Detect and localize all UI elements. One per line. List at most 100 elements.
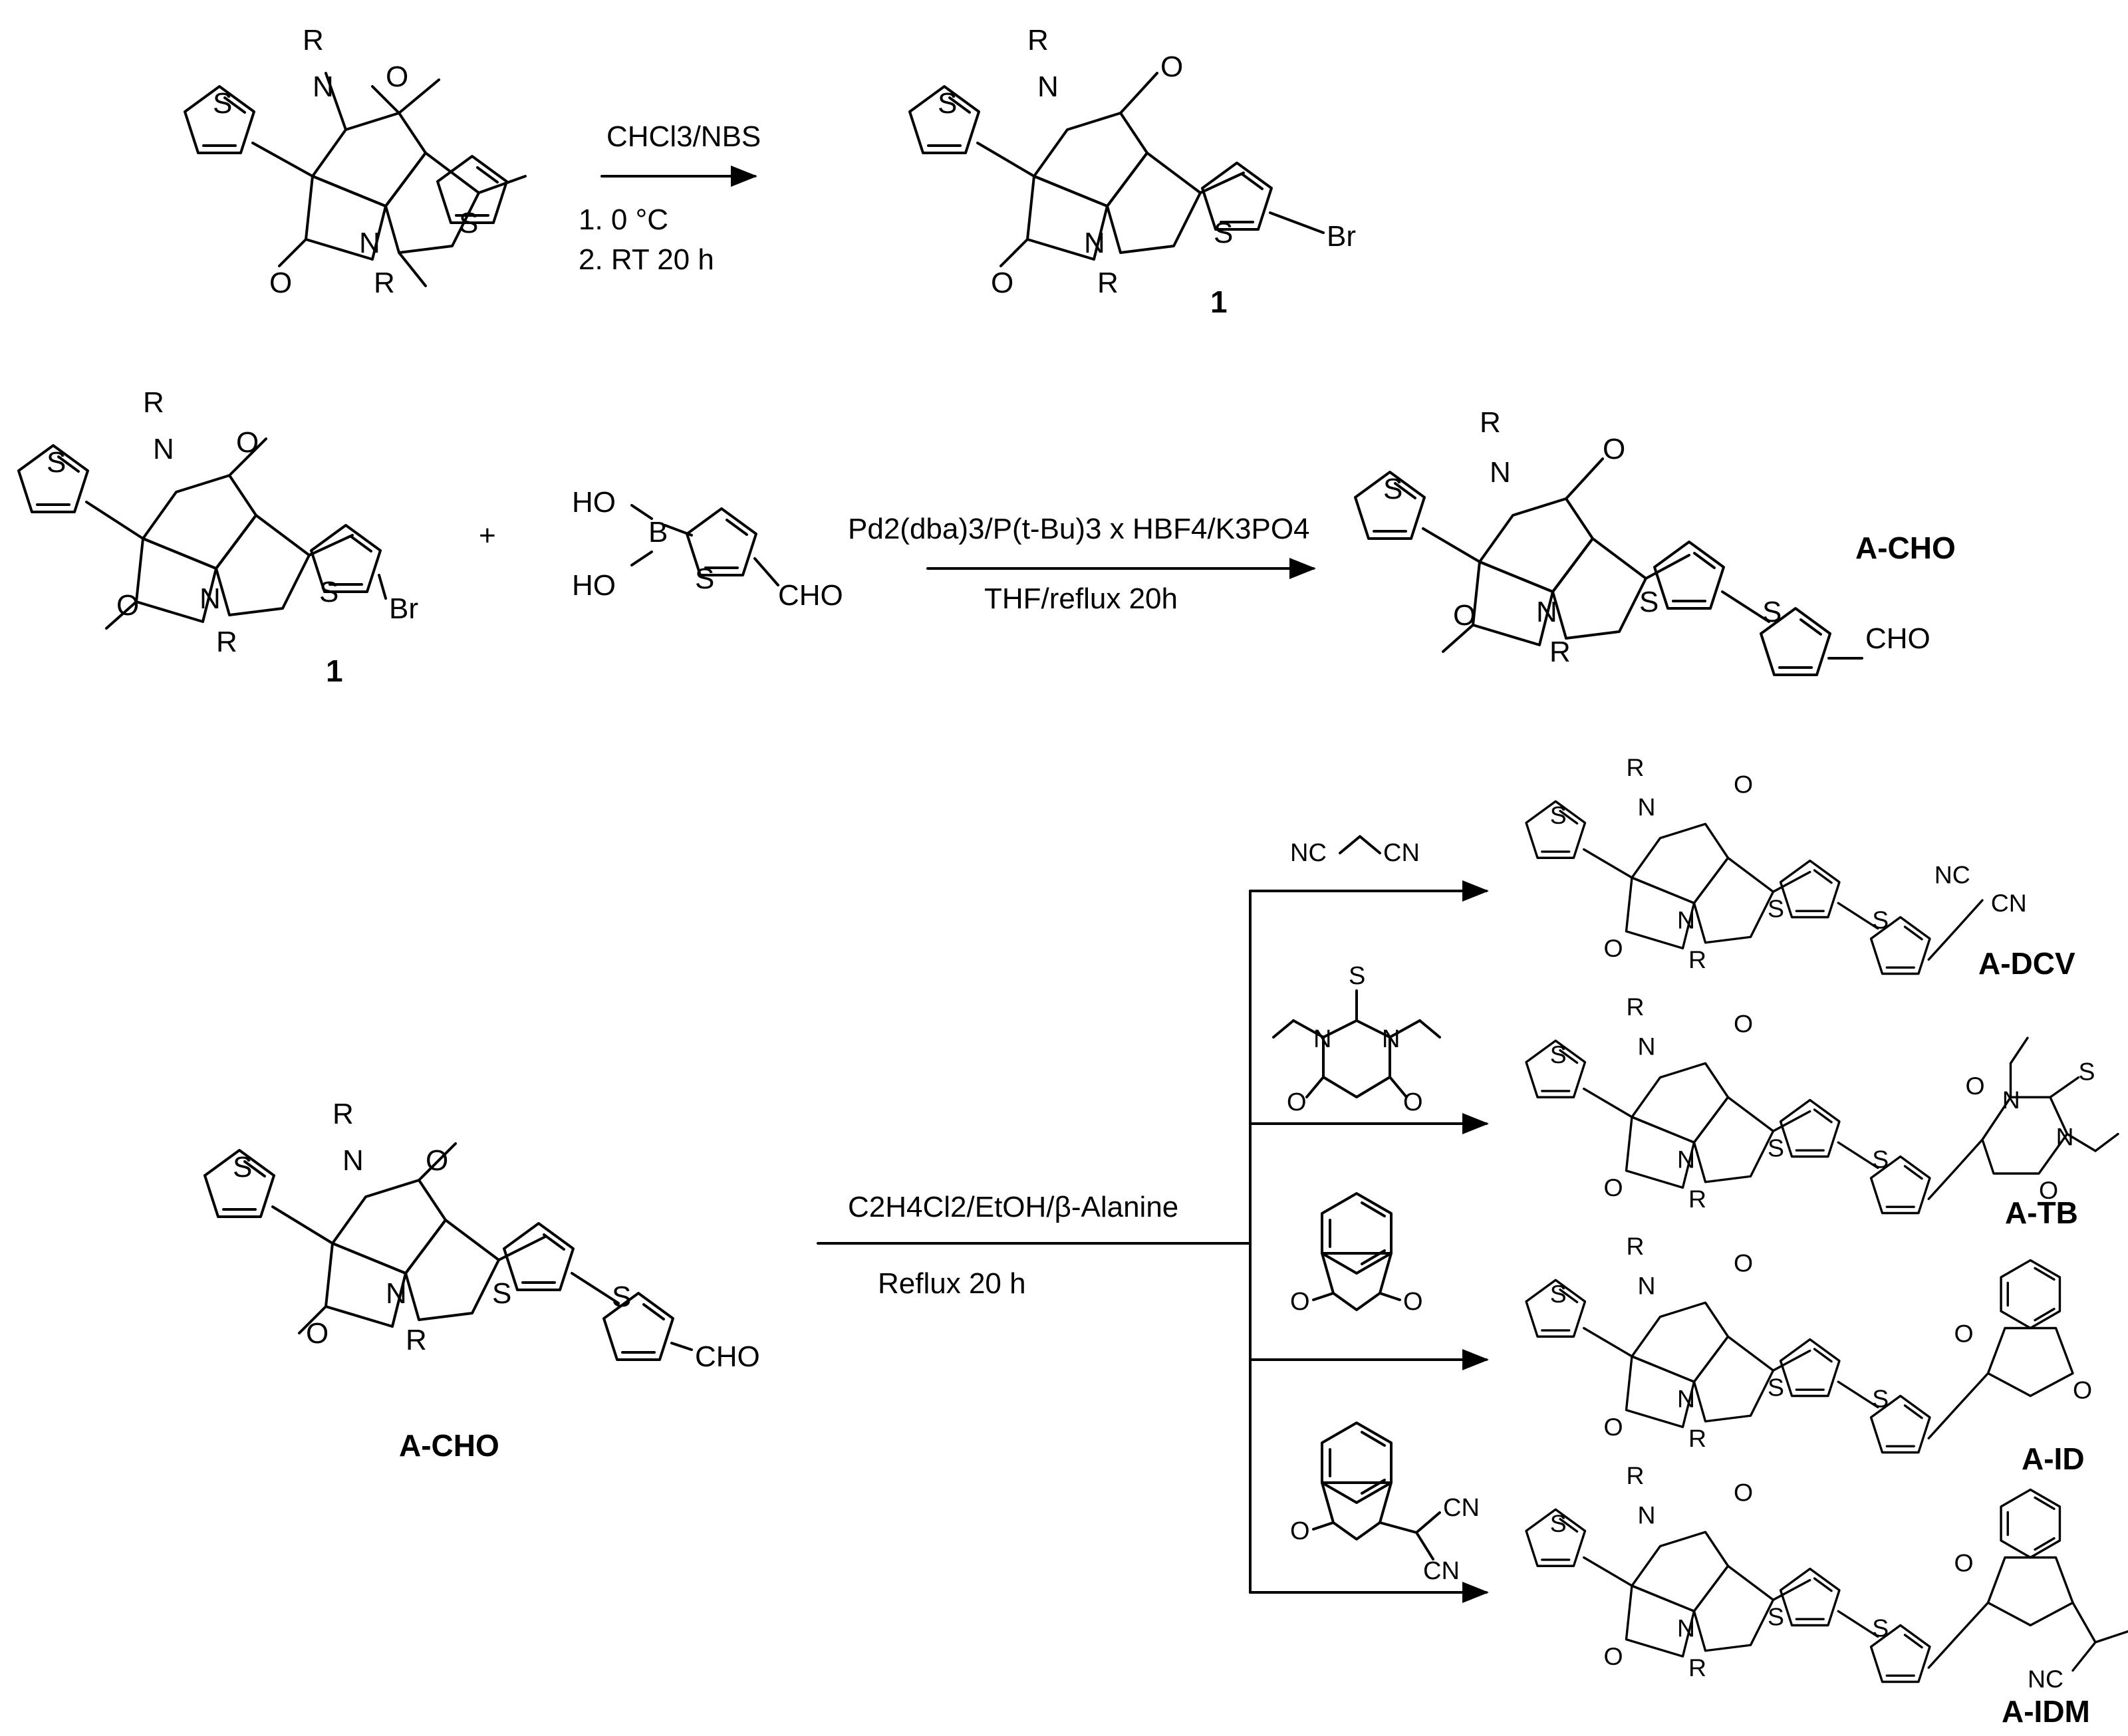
sulfur-atom: S [1550, 1280, 1567, 1308]
oxygen-atom: O [426, 1144, 448, 1177]
nitrile-group: CN [1443, 1494, 1480, 1522]
step2-solvent: THF/reflux 20h [984, 582, 1178, 615]
sulfur-atom: S [1872, 1614, 1889, 1642]
boron-atom: B [648, 516, 668, 549]
oxygen-atom: O [1734, 1479, 1753, 1507]
hydroxyl-group: HO [572, 569, 616, 602]
r-group: R [1480, 406, 1501, 439]
nitrogen-atom: N [1490, 456, 1511, 489]
nitrogen-atom: N [1037, 70, 1059, 103]
a-idm-label: A-IDM [2002, 1694, 2090, 1729]
nitrile-group: NC [1934, 861, 1970, 889]
branch-a-id: O O [1249, 1192, 1489, 1370]
row1-starting-material: R N O O N R S S [184, 24, 527, 299]
oxygen-atom: O [1453, 599, 1476, 632]
step3-reagent: C2H4Cl2/EtOH/β-Alanine [848, 1191, 1178, 1223]
oxygen-atom: O [991, 267, 1013, 299]
aldehyde-group: CHO [695, 1340, 760, 1373]
r-group: R [1549, 636, 1571, 668]
r-group: R [1027, 24, 1049, 57]
sulfur-atom: S [319, 576, 338, 608]
sulfur-atom: S [1768, 1603, 1784, 1631]
step2-arrow: Pd2(dba)3/P(t-Bu)3 x HBF4/K3PO4 THF/refl… [848, 513, 1316, 615]
nitrogen-atom: N [1677, 1146, 1695, 1174]
oxygen-atom: O [1734, 1010, 1753, 1038]
nitrile-group: CN [1383, 839, 1420, 867]
oxygen-atom: O [1604, 1174, 1623, 1201]
sulfur-atom: S [938, 87, 957, 120]
sulfur-atom: S [459, 207, 478, 239]
nitrile-group: CN [1991, 889, 2027, 917]
aldehyde-group: CHO [778, 579, 843, 612]
oxygen-atom: O [1966, 1072, 1985, 1100]
nitrogen-atom: N [2056, 1123, 2074, 1151]
row2-compound-1: R N O O N R S S Br 1 [17, 386, 418, 688]
nitrogen-atom: N [1677, 1614, 1695, 1642]
nitrogen-atom: N [1313, 1025, 1331, 1053]
nitrogen-atom: N [2002, 1086, 2020, 1114]
sulfur-atom: S [1550, 801, 1567, 829]
sulfur-atom: S [1872, 906, 1889, 934]
a-dcv-label: A-DCV [1978, 946, 2075, 981]
aldehyde-group: CHO [1865, 622, 1930, 655]
nitrogen-atom: N [1084, 227, 1105, 259]
a-cho-label: A-CHO [399, 1428, 499, 1463]
a-id-label: A-ID [2022, 1441, 2085, 1476]
a-cho-label: A-CHO [1855, 531, 1956, 565]
sulfur-atom: S [1550, 1509, 1567, 1537]
r-group: R [143, 386, 164, 419]
sulfur-atom: S [1872, 1385, 1889, 1413]
nitrogen-atom: N [200, 582, 221, 615]
oxygen-atom: O [1287, 1088, 1307, 1116]
sulfur-atom: S [492, 1277, 511, 1310]
sulfur-atom: S [2079, 1058, 2095, 1086]
r-group: R [216, 626, 237, 658]
oxygen-atom: O [1734, 771, 1753, 799]
oxygen-atom: O [306, 1317, 329, 1350]
a-tb-structure: R N O O N R S S S N N S O O [1525, 993, 2119, 1215]
branch-a-idm: O CN CN [1249, 1422, 1489, 1603]
r-group: R [332, 1098, 354, 1130]
a-idm-structure: R N O O N R S S S O CN NC [1525, 1461, 2128, 1693]
r-group: R [1627, 1232, 1645, 1260]
nitrogen-atom: N [1638, 1272, 1656, 1300]
sulfur-atom: S [1214, 217, 1233, 249]
oxygen-atom: O [1603, 433, 1625, 465]
sulfur-atom: S [213, 87, 232, 120]
oxygen-atom: O [236, 426, 259, 459]
oxygen-atom: O [1604, 1642, 1623, 1670]
sulfur-atom: S [695, 562, 714, 595]
nitrile-group: NC [1290, 839, 1327, 867]
nitrile-group: CN [1423, 1557, 1460, 1585]
sulfur-atom: S [1349, 962, 1365, 990]
nitrogen-atom: N [153, 433, 174, 465]
hydroxyl-group: HO [572, 486, 616, 519]
step1-reagent: CHCl3/NBS [606, 120, 761, 153]
nitrogen-atom: N [1382, 1025, 1400, 1053]
oxygen-atom: O [116, 589, 139, 622]
nitrogen-atom: N [359, 227, 380, 259]
oxygen-atom: O [1604, 1413, 1623, 1441]
oxygen-atom: O [1160, 51, 1183, 83]
sulfur-atom: S [1872, 1146, 1889, 1174]
sulfur-atom: S [1639, 586, 1659, 618]
nitrogen-atom: N [1677, 906, 1695, 934]
step2-reagent: Pd2(dba)3/P(t-Bu)3 x HBF4/K3PO4 [848, 513, 1310, 545]
r-group: R [1688, 1654, 1706, 1681]
r-group: R [1627, 753, 1645, 781]
plus-sign: + [479, 519, 496, 552]
step3-condition: Reflux 20 h [878, 1267, 1026, 1300]
sulfur-atom: S [47, 446, 66, 479]
oxygen-atom: O [269, 267, 292, 299]
a-cho-structure-top: R N O O N R S S S CHO A-CHO [1354, 406, 1956, 676]
compound-1-label: 1 [1210, 285, 1228, 319]
oxygen-atom: O [1734, 1249, 1753, 1277]
nitrogen-atom: N [1638, 1033, 1656, 1060]
sulfur-atom: S [233, 1151, 252, 1183]
step3-arrow: C2H4Cl2/EtOH/β-Alanine Reflux 20 h [817, 890, 1252, 1594]
r-group: R [1097, 267, 1119, 299]
boronic-acid-reagent: HO B HO S CHO [572, 486, 843, 612]
r-group: R [1627, 993, 1645, 1021]
step1-arrow: CHCl3/NBS 1. 0 °C 2. RT 20 h [579, 120, 761, 276]
